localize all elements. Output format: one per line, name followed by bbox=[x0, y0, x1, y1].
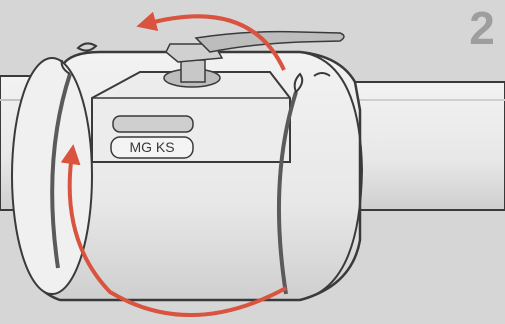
nameplate-label: MG KS bbox=[111, 138, 193, 156]
blank-nameplate bbox=[113, 116, 193, 132]
step-number: 2 bbox=[462, 2, 502, 54]
